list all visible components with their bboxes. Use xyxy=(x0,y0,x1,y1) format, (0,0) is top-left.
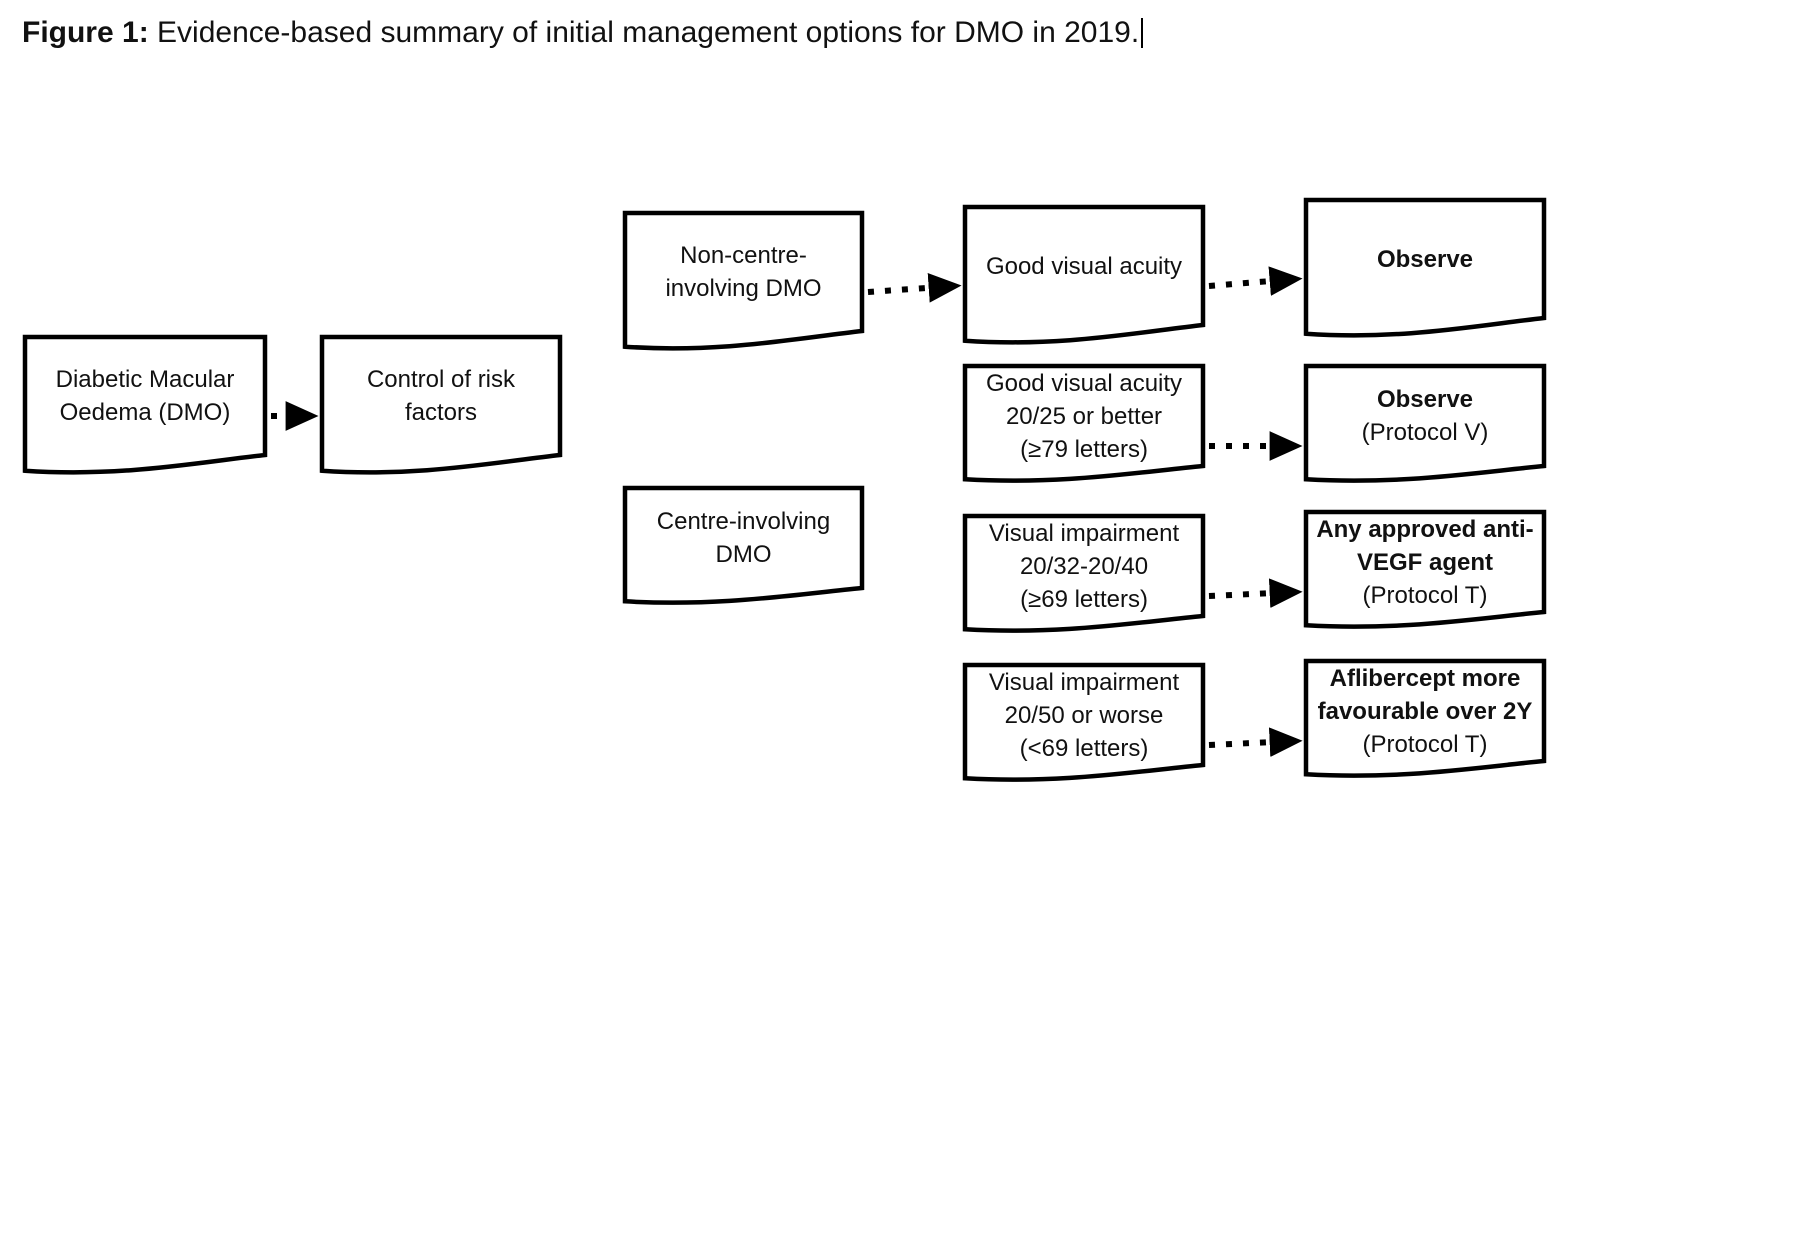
node-control-of-risk-factors xyxy=(319,334,563,475)
node-visual-impairment-2050-or-worse xyxy=(962,662,1206,782)
node-aflibercept-more-favourable xyxy=(1303,658,1547,778)
flowchart-connectors xyxy=(271,266,1303,758)
node-non-centre-involving-dmo xyxy=(622,210,865,351)
node-good-visual-acuity xyxy=(962,204,1206,345)
node-any-approved-anti-vegf-agent xyxy=(1303,509,1547,629)
node-good-visual-acuity-2025 xyxy=(962,363,1206,483)
figure-title: Figure 1: Evidence-based summary of init… xyxy=(22,14,1144,52)
figure-title-text: Evidence-based summary of initial manage… xyxy=(148,16,1140,49)
figure-title-label: Figure 1: xyxy=(22,16,149,49)
connector-vi2050-to-aflibercept xyxy=(1208,727,1303,758)
connector-vi2032-to-antivegf xyxy=(1208,578,1303,609)
connector-non-centre-to-gva xyxy=(867,273,962,303)
node-centre-involving-dmo xyxy=(622,485,865,605)
node-diabetic-macular-oedema xyxy=(22,334,268,475)
node-observe xyxy=(1303,197,1547,338)
connector-gva-to-observe xyxy=(1208,266,1303,296)
node-observe-protocol-v xyxy=(1303,363,1547,483)
node-visual-impairment-2032-2040 xyxy=(962,513,1206,633)
flowchart-node-shapes xyxy=(22,197,1547,782)
text-cursor xyxy=(1141,18,1144,48)
